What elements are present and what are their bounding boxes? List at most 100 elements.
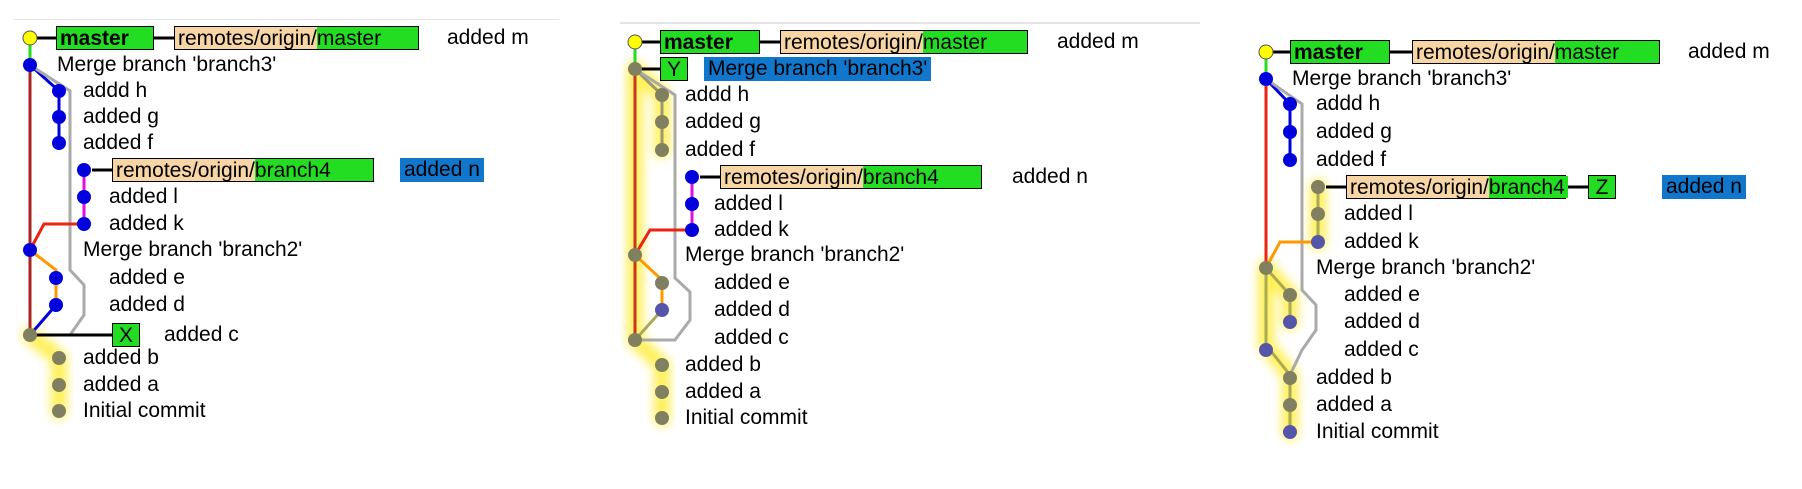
node-g <box>655 115 669 129</box>
node-merge2 <box>628 248 642 262</box>
node-b <box>52 351 66 365</box>
commit-message[interactable]: Merge branch 'branch3' <box>1292 67 1512 90</box>
node-f <box>1283 153 1297 167</box>
node-n <box>685 170 699 184</box>
node-m <box>627 34 643 50</box>
commit-message[interactable]: added m <box>447 26 529 49</box>
node-init <box>52 404 66 418</box>
commit-message[interactable]: added d <box>1344 310 1420 333</box>
node-merge2 <box>1259 261 1273 275</box>
node-d <box>49 298 63 312</box>
node-n <box>77 163 91 177</box>
commit-message[interactable]: Initial commit <box>685 406 808 429</box>
node-e <box>655 276 669 290</box>
panel-top-border <box>620 22 1200 24</box>
marker-tag-z[interactable]: Z <box>1588 175 1616 199</box>
commit-message[interactable]: Merge branch 'branch2' <box>1316 256 1536 279</box>
remote-tag-origin-branch4[interactable]: remotes/origin/branch4 <box>112 158 374 182</box>
commit-message[interactable]: addd h <box>685 83 750 106</box>
commit-message[interactable]: added f <box>83 131 154 154</box>
commit-message[interactable]: Merge branch 'branch2' <box>83 238 303 261</box>
node-e <box>49 271 63 285</box>
commit-message[interactable]: addd h <box>83 79 148 102</box>
commit-message[interactable]: added n <box>1012 165 1088 188</box>
node-l <box>1311 207 1325 221</box>
node-merge2 <box>23 243 37 257</box>
commit-message[interactable]: added k <box>714 218 789 241</box>
node-k <box>1311 235 1325 249</box>
node-h <box>655 88 669 102</box>
history-panel-z: master remotes/origin/master added m Mer… <box>1248 0 1802 489</box>
commit-message-selected[interactable]: Merge branch 'branch3' <box>704 57 932 81</box>
commit-graph <box>1258 44 1588 440</box>
commit-message[interactable]: added g <box>1316 120 1392 143</box>
node-g <box>1283 125 1297 139</box>
node-d <box>1283 315 1297 329</box>
commit-message[interactable]: added m <box>1057 30 1139 53</box>
node-c <box>23 328 37 342</box>
commit-message[interactable]: added b <box>83 346 159 369</box>
path-highlight <box>1258 179 1326 440</box>
commit-message[interactable]: added e <box>714 271 790 294</box>
commit-message[interactable]: added d <box>714 298 790 321</box>
commit-message[interactable]: added g <box>83 105 159 128</box>
commit-message[interactable]: added c <box>1344 338 1419 361</box>
path-highlight <box>22 327 67 419</box>
commit-message[interactable]: added f <box>685 138 756 161</box>
node-a <box>1283 398 1297 412</box>
commit-message[interactable]: added a <box>685 380 761 403</box>
commit-message[interactable]: added b <box>1316 366 1392 389</box>
node-d <box>655 303 669 317</box>
node-merge3 <box>23 58 37 72</box>
commit-message[interactable]: Initial commit <box>1316 420 1439 443</box>
node-c <box>628 333 642 347</box>
history-panel-x: master remotes/origin/master added m Mer… <box>14 0 559 489</box>
commit-message[interactable]: added d <box>109 293 185 316</box>
commit-message[interactable]: added k <box>109 212 184 235</box>
branch-tag-master[interactable]: master <box>660 30 760 54</box>
commit-message-selected[interactable]: added n <box>400 158 484 182</box>
commit-message[interactable]: addd h <box>1316 92 1381 115</box>
commit-message[interactable]: added a <box>83 373 159 396</box>
branch-tag-master[interactable]: master <box>56 26 154 50</box>
graph-nodes <box>627 34 699 425</box>
remote-tag-origin-branch4[interactable]: remotes/origin/branch4 <box>720 165 982 189</box>
remote-tag-origin-master[interactable]: remotes/origin/master <box>780 30 1028 54</box>
marker-tag-y[interactable]: Y <box>660 57 688 81</box>
marker-tag-x[interactable]: X <box>112 323 140 347</box>
node-b <box>1283 371 1297 385</box>
remote-tag-origin-branch4[interactable]: remotes/origin/branch4 <box>1346 175 1568 199</box>
commit-message[interactable]: added k <box>1344 230 1419 253</box>
panel-top-border <box>14 19 559 20</box>
commit-graph <box>627 34 780 426</box>
commit-message[interactable]: Merge branch 'branch3' <box>57 53 277 76</box>
commit-message[interactable]: added c <box>164 323 239 346</box>
node-l <box>77 190 91 204</box>
node-k <box>685 223 699 237</box>
commit-message[interactable]: added a <box>1316 393 1392 416</box>
node-g <box>52 110 66 124</box>
commit-message[interactable]: added b <box>685 353 761 376</box>
node-h <box>52 84 66 98</box>
commit-message[interactable]: added f <box>1316 148 1387 171</box>
commit-message[interactable]: added e <box>1344 283 1420 306</box>
commit-message[interactable]: added c <box>714 326 789 349</box>
commit-message[interactable]: Initial commit <box>83 399 206 422</box>
node-h <box>1283 97 1297 111</box>
commit-graph <box>22 30 174 419</box>
commit-message[interactable]: added l <box>714 192 783 215</box>
graph-nodes <box>22 30 91 418</box>
commit-message[interactable]: Merge branch 'branch2' <box>685 243 905 266</box>
commit-message[interactable]: added l <box>1344 202 1413 225</box>
node-l <box>685 197 699 211</box>
node-m <box>22 30 38 46</box>
commit-message-selected[interactable]: added n <box>1662 175 1746 199</box>
remote-tag-origin-master[interactable]: remotes/origin/master <box>174 26 419 50</box>
commit-message[interactable]: added e <box>109 266 185 289</box>
commit-message[interactable]: added m <box>1688 40 1770 63</box>
commit-message[interactable]: added g <box>685 110 761 133</box>
node-f <box>52 136 66 150</box>
remote-tag-origin-master[interactable]: remotes/origin/master <box>1412 40 1660 64</box>
branch-tag-master[interactable]: master <box>1290 40 1390 64</box>
commit-message[interactable]: added l <box>109 185 178 208</box>
